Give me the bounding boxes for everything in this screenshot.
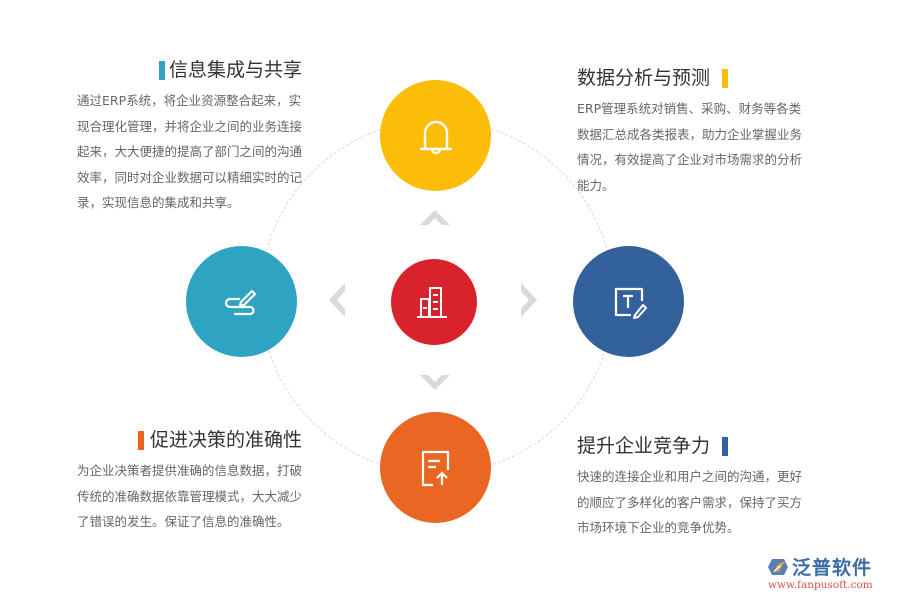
accent-bar — [137, 430, 144, 450]
node-bottom-circle — [380, 412, 491, 523]
section-description: 快速的连接企业和用户之间的沟通，更好的顺应了多样化的客户需求，保持了买方市场环境… — [577, 469, 803, 535]
center-circle — [391, 259, 477, 345]
section-competitiveness: 提升企业竞争力 快速的连接企业和用户之间的沟通，更好的顺应了多样化的客户需求，保… — [577, 434, 812, 541]
section-data-analysis: 数据分析与预测 ERP管理系统对销售、采购、财务等各类数据汇总成各类报表，助力企… — [577, 66, 802, 198]
pen-sign-icon — [224, 289, 256, 315]
section-decision-accuracy: 促进决策的准确性 为企业决策者提供准确的信息数据，打破传统的准确数据依靠管理模式… — [77, 428, 302, 535]
building-icon — [417, 287, 447, 318]
accent-bar — [722, 436, 729, 456]
text-edit-icon — [614, 287, 647, 319]
arrow-down-icon — [420, 375, 450, 390]
arrow-up-icon — [420, 210, 450, 225]
section-title: 数据分析与预测 — [577, 67, 711, 89]
fanpu-logo-icon — [768, 558, 788, 575]
section-title: 促进决策的准确性 — [149, 429, 302, 451]
logo-url: www.fanpusoft.com — [768, 579, 873, 591]
section-description: 为企业决策者提供准确的信息数据，打破传统的准确数据依靠管理模式，大大减少了错误的… — [77, 463, 303, 529]
logo-name: 泛普软件 — [792, 557, 873, 579]
brand-logo: 泛普软件 www.fanpusoft.com — [768, 553, 893, 591]
accent-bar — [722, 68, 729, 88]
arrow-right-icon — [521, 283, 537, 317]
section-description: ERP管理系统对销售、采购、财务等各类数据汇总成各类报表，助力企业掌握业务情况，… — [577, 101, 803, 193]
section-info-integration: 信息集成与共享 通过ERP系统，将企业资源整合起来，实现合理化管理，并将企业之间… — [77, 58, 302, 216]
node-top-circle — [380, 80, 491, 191]
arrow-left-icon — [329, 283, 345, 317]
node-right-circle — [573, 246, 684, 357]
section-description: 通过ERP系统，将企业资源整合起来，实现合理化管理，并将企业之间的业务连接起来，… — [77, 93, 303, 210]
section-title: 信息集成与共享 — [168, 59, 302, 81]
document-upload-icon — [421, 450, 449, 486]
node-left-circle — [186, 246, 297, 357]
bell-icon — [419, 120, 452, 154]
accent-bar — [158, 60, 165, 80]
section-title: 提升企业竞争力 — [577, 435, 711, 457]
